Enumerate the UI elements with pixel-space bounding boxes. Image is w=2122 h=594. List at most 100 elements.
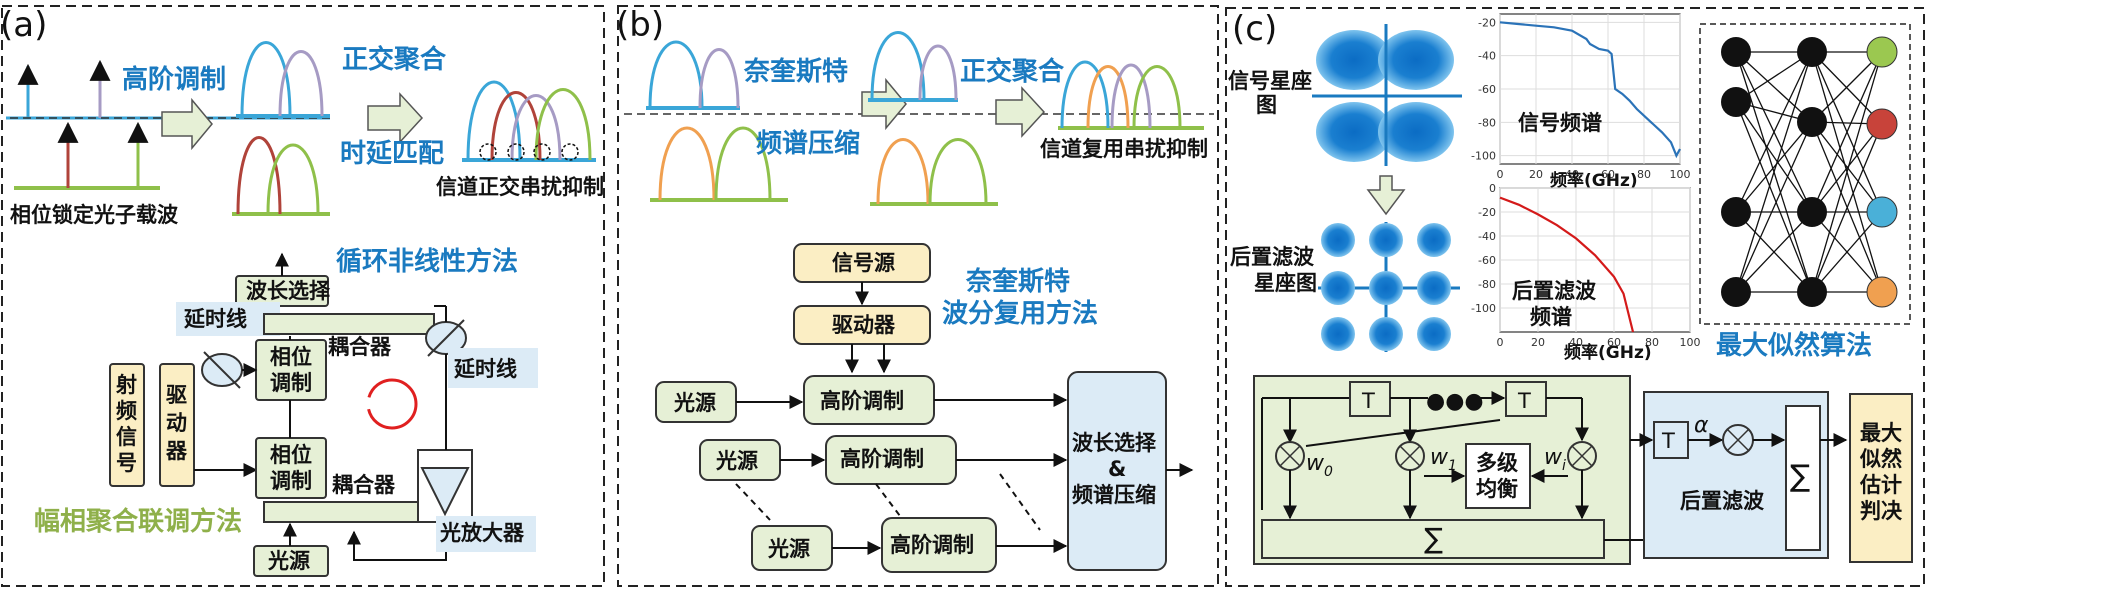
- nn-output-node: [1866, 108, 1898, 140]
- signal-source-label: 信号源: [832, 251, 895, 275]
- post-filter-label: 后置滤波: [1680, 489, 1765, 513]
- nn-edge: [1735, 51, 1813, 293]
- panel-a: (a) 高阶调制 相位锁定光子载波 正交聚合 时延匹配 信道正交串: [0, 5, 605, 587]
- svg-text:器: 器: [165, 439, 188, 463]
- x-tick-label-2: 40: [1569, 336, 1583, 349]
- wi-label: wi: [1544, 445, 1566, 474]
- x-tick-label-1: 40: [1565, 168, 1579, 181]
- y-tick-label-1: -20: [1478, 16, 1496, 29]
- y-tick-label-2: -100: [1471, 302, 1496, 315]
- post-const-2: 星座图: [1254, 271, 1317, 295]
- svg-text:号: 号: [116, 451, 137, 475]
- mod-label-2: 高阶调制: [840, 447, 924, 471]
- tap-t-2: T: [1517, 389, 1531, 413]
- x-tick-label-1: 100: [1670, 168, 1691, 181]
- nn-node: [1797, 107, 1827, 137]
- panel-c-label: (c): [1232, 9, 1277, 49]
- y-tick-label-2: 0: [1489, 182, 1496, 195]
- y-tick-label-2: -40: [1478, 230, 1496, 243]
- mod-label-1: 高阶调制: [820, 389, 904, 413]
- nyquist-label: 奈奎斯特: [743, 56, 848, 87]
- nn-edge: [1735, 51, 1813, 103]
- panel-c: (c) 信号星座 图 后置滤波 星座图: [1225, 7, 1925, 587]
- y-tick-label-2: -20: [1478, 206, 1496, 219]
- sum-box: [1261, 519, 1605, 559]
- x-tick-label-2: 20: [1531, 336, 1545, 349]
- delay-line-label-1: 延时线: [183, 307, 247, 331]
- wavelength-select-label: 波长选择: [246, 279, 331, 303]
- delay-line-label-2: 延时线: [453, 357, 517, 381]
- nyquist-method-2: 波分复用方法: [942, 298, 1098, 329]
- multi-eq-box: [1465, 443, 1531, 509]
- wl-sel-1: 波长选择: [1072, 431, 1157, 455]
- neural-network: [1721, 36, 1898, 308]
- nn-edge: [1735, 101, 1813, 293]
- multi-eq-1: 多级: [1476, 451, 1518, 475]
- nn-edge: [1811, 123, 1883, 213]
- nyquist-method-1: 奈奎斯特: [965, 266, 1070, 297]
- phase-mod-label-1b: 调制: [270, 371, 312, 395]
- svg-text:射: 射: [115, 373, 137, 397]
- x-tick-label-1: 60: [1601, 168, 1615, 181]
- y-tick-label-2: -60: [1478, 254, 1496, 267]
- svg-text:信: 信: [116, 425, 137, 449]
- high-order-mod-label: 高阶调制: [122, 64, 226, 95]
- freq-axis-1: 频率(GHz): [1550, 170, 1638, 191]
- mod-label-3: 高阶调制: [890, 533, 974, 557]
- x-tick-label-2: 100: [1680, 336, 1701, 349]
- panel-b-label: (b): [616, 5, 664, 45]
- channel-mux-label: 信道复用串扰抑制: [1040, 137, 1208, 161]
- w1-label: w1: [1430, 445, 1457, 474]
- light-src-label-3: 光源: [767, 537, 810, 561]
- nn-edge: [1811, 51, 1883, 213]
- post-spec-1: 后置滤波: [1512, 279, 1597, 303]
- nn-edge: [1811, 51, 1883, 293]
- panel-b: (b) 奈奎斯特 频谱压缩 正交聚合 信道复用串扰抑制 信号源 驱动器 奈奎斯特…: [616, 5, 1219, 587]
- x-tick-label-1: 0: [1497, 168, 1504, 181]
- y-tick-label-1: -100: [1471, 150, 1496, 163]
- nn-node: [1721, 87, 1751, 117]
- post-tap-t: T: [1661, 429, 1675, 453]
- wl-sel-3: 频谱压缩: [1072, 483, 1156, 507]
- post-const-1: 后置滤波: [1230, 245, 1315, 269]
- loop-method-label: 循环非线性方法: [336, 246, 518, 277]
- nn-edge: [1735, 121, 1813, 213]
- ml-decision-box: [1849, 393, 1913, 563]
- coupler-label-1: 耦合器: [328, 335, 392, 359]
- y-tick-label-1: -80: [1478, 116, 1496, 129]
- constellation-bottom: [1318, 222, 1460, 352]
- x-tick-label-2: 80: [1645, 336, 1659, 349]
- nn-node: [1797, 277, 1827, 307]
- tap-dots: ●●●: [1426, 389, 1484, 414]
- x-tick-label-2: 0: [1497, 336, 1504, 349]
- nn-edge: [1811, 211, 1883, 293]
- driver-box-b: [793, 305, 931, 345]
- orth-agg-label-a: 正交聚合: [342, 44, 447, 75]
- delay-match-label: 时延匹配: [340, 139, 444, 169]
- amp-phase-label: 幅相聚合联调方法: [34, 506, 242, 537]
- nn-edge: [1735, 101, 1813, 213]
- w0-label: w0: [1306, 451, 1333, 480]
- nn-edge: [1811, 51, 1883, 123]
- light-source-label-a: 光源: [267, 549, 310, 573]
- series-line-1: [1499, 21, 1681, 159]
- x-tick-label-2: 60: [1607, 336, 1621, 349]
- svg-text:动: 动: [166, 411, 187, 435]
- coupler-box-1: [263, 313, 435, 335]
- orth-agg-label-b: 正交聚合: [960, 56, 1065, 87]
- nn-edge: [1811, 51, 1883, 125]
- nn-node: [1721, 277, 1751, 307]
- nn-node: [1721, 37, 1751, 67]
- opt-amp-label: 光放大器: [439, 521, 525, 545]
- svg-text:调制: 调制: [270, 469, 312, 493]
- post-spec-2: 频谱: [1530, 305, 1572, 329]
- ml-4: 判决: [1860, 499, 1903, 523]
- phase-lock-label: 相位锁定光子载波: [10, 203, 179, 227]
- series-line-2: [1499, 196, 1635, 333]
- driver-box-a: [159, 363, 195, 487]
- light-src-label-2: 光源: [715, 449, 758, 473]
- coupler-label-2: 耦合器: [332, 473, 396, 497]
